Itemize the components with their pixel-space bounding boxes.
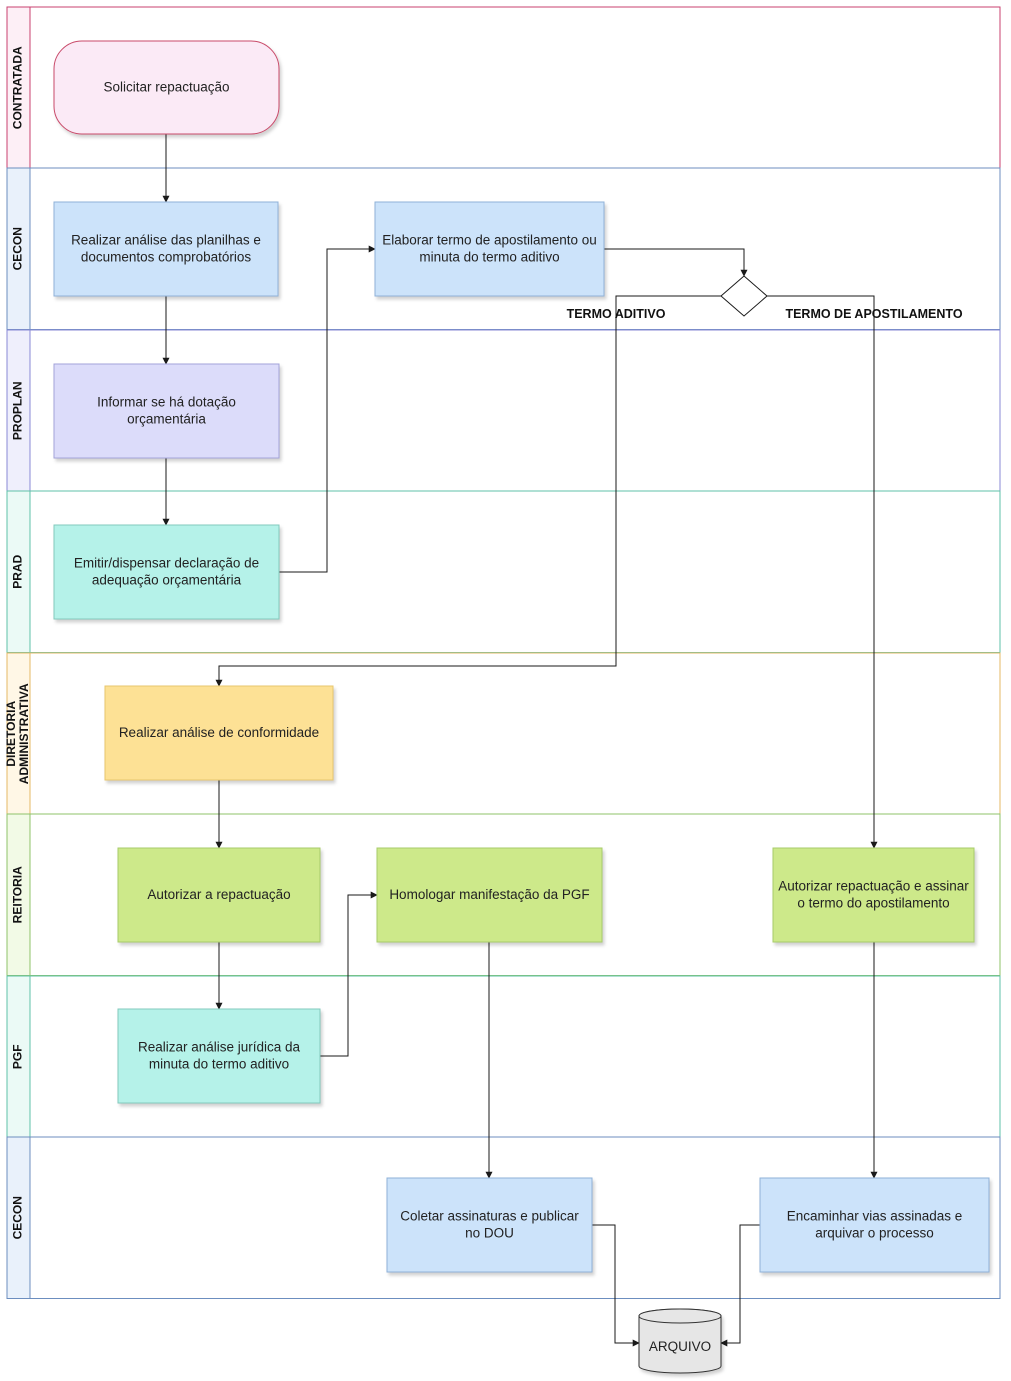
node-label: Autorizar a repactuação: [147, 887, 290, 902]
lane-title: PGF: [11, 1044, 25, 1069]
edge-declaracao-to-elaborar: [279, 245, 376, 573]
node-homologar[interactable]: Homologar manifestação da PGF: [376, 847, 603, 943]
lane-title: CECON: [11, 1196, 25, 1239]
edge-coletar-to-arquivo: [592, 1224, 640, 1347]
node-autorizar[interactable]: Autorizar a repactuação: [117, 847, 321, 943]
node-conformidade[interactable]: Realizar análise de conformidade: [104, 685, 334, 781]
lane-proplan: PROPLAN: [6, 329, 1001, 492]
edge-label-termo-apostilamento: TERMO DE APOSTILAMENTO: [785, 307, 962, 321]
node-label: ARQUIVO: [649, 1339, 711, 1354]
node-label: Realizar análise de conformidade: [119, 725, 319, 740]
lane-header: [6, 1136, 31, 1299]
lane-title: REITORIA: [11, 866, 25, 923]
node-solicitar[interactable]: Solicitar repactuação: [53, 40, 280, 135]
lane-cecon1: CECON: [6, 167, 1001, 330]
lane-title: CONTRATADA: [11, 46, 25, 129]
lane-title: PROPLAN: [11, 381, 25, 440]
edge-decision-termo-aditivo: [215, 295, 721, 687]
node-label: Solicitar repactuação: [103, 79, 229, 94]
edge-label-termo-aditivo: TERMO ADITIVO: [567, 307, 666, 321]
edge-juridica-to-homologar: [320, 891, 378, 1057]
lane-title: PRAD: [11, 554, 25, 588]
edge-elaborar-to-decision: [604, 248, 748, 277]
node-label: Homologar manifestação da PGF: [389, 887, 589, 902]
edge-encaminhar-to-arquivo: [720, 1224, 760, 1347]
node-arquivo[interactable]: ARQUIVO: [638, 1308, 722, 1374]
lane-title: DIRETORIAADMINISTRATIVA: [4, 683, 31, 784]
lane-title: CECON: [11, 227, 25, 270]
decision-diamond[interactable]: [720, 275, 768, 317]
edge-decision-termo-apostilamento: [767, 295, 878, 849]
